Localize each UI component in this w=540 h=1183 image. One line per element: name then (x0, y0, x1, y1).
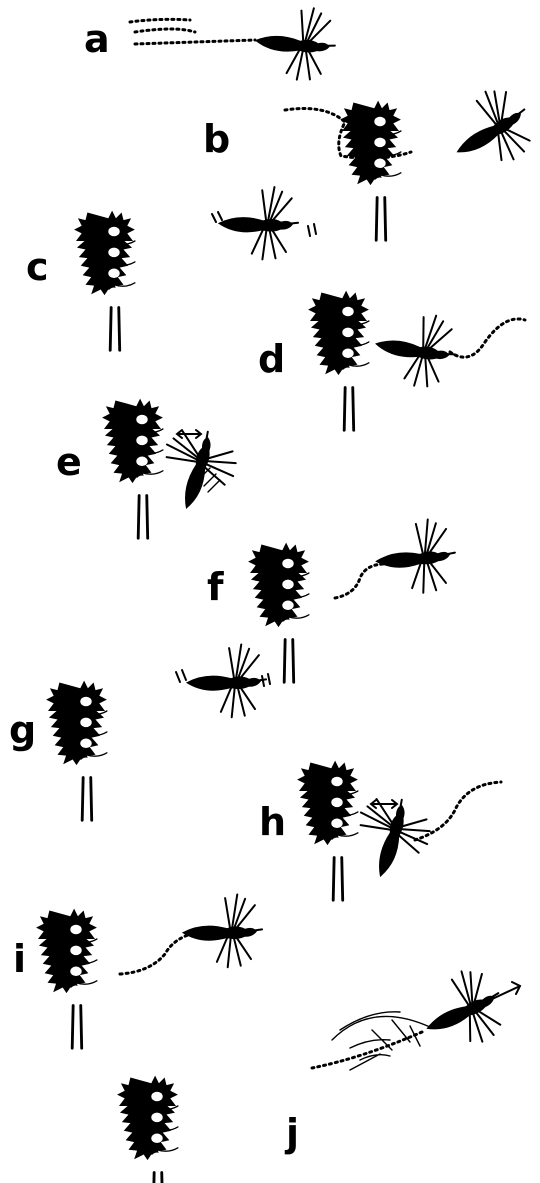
mosquito-icon (181, 893, 263, 969)
panel-h-scene (297, 761, 501, 901)
panel-a-scene (130, 1, 340, 84)
mosquito-icon (216, 183, 301, 261)
panel-label-d: d (258, 337, 285, 381)
panel-label-h: h (259, 800, 286, 844)
panel-label-e: e (56, 440, 82, 484)
wing-motion-marks (332, 1012, 432, 1070)
panel-f-scene (248, 519, 456, 683)
panel-b-scene (285, 79, 540, 240)
mosquito-icon (374, 519, 456, 595)
panel-label-i: i (13, 937, 26, 981)
flower-spike-icon (340, 101, 401, 241)
panel-label-g: g (9, 708, 36, 752)
flight-trail (450, 319, 525, 357)
panel-label-a: a (84, 17, 110, 61)
panel-label-j: j (284, 1111, 299, 1155)
flower-spike-icon (74, 211, 135, 351)
flower-spike-icon (297, 761, 358, 901)
panel-label-c: c (26, 245, 49, 289)
mosquito-icon (411, 962, 513, 1060)
direction-arrow (490, 982, 520, 1000)
mosquito-icon (438, 79, 540, 181)
flower-spike-icon (248, 543, 309, 683)
mosquito-icon (250, 1, 339, 84)
flower-spike-icon (46, 681, 107, 821)
panel-d-scene (308, 291, 525, 431)
panel-j-scene (117, 962, 520, 1183)
mosquito-icon (368, 304, 461, 392)
panel-label-b: b (203, 117, 230, 161)
proximity-arrow (177, 430, 201, 438)
panel-e-scene (102, 399, 244, 539)
flight-trail (130, 19, 255, 44)
panel-i-scene (36, 893, 263, 1049)
mosquito-icon (185, 643, 267, 719)
panel-g-scene (46, 643, 270, 821)
flight-trail (335, 564, 385, 598)
proximity-arrow (371, 800, 397, 808)
panel-label-f: f (207, 565, 224, 609)
flight-trail (120, 932, 200, 974)
flower-spike-icon (308, 291, 369, 431)
flower-spike-icon (102, 399, 163, 539)
flower-spike-icon (36, 909, 97, 1049)
panel-c-scene (74, 183, 316, 350)
flower-spike-icon (117, 1076, 178, 1183)
